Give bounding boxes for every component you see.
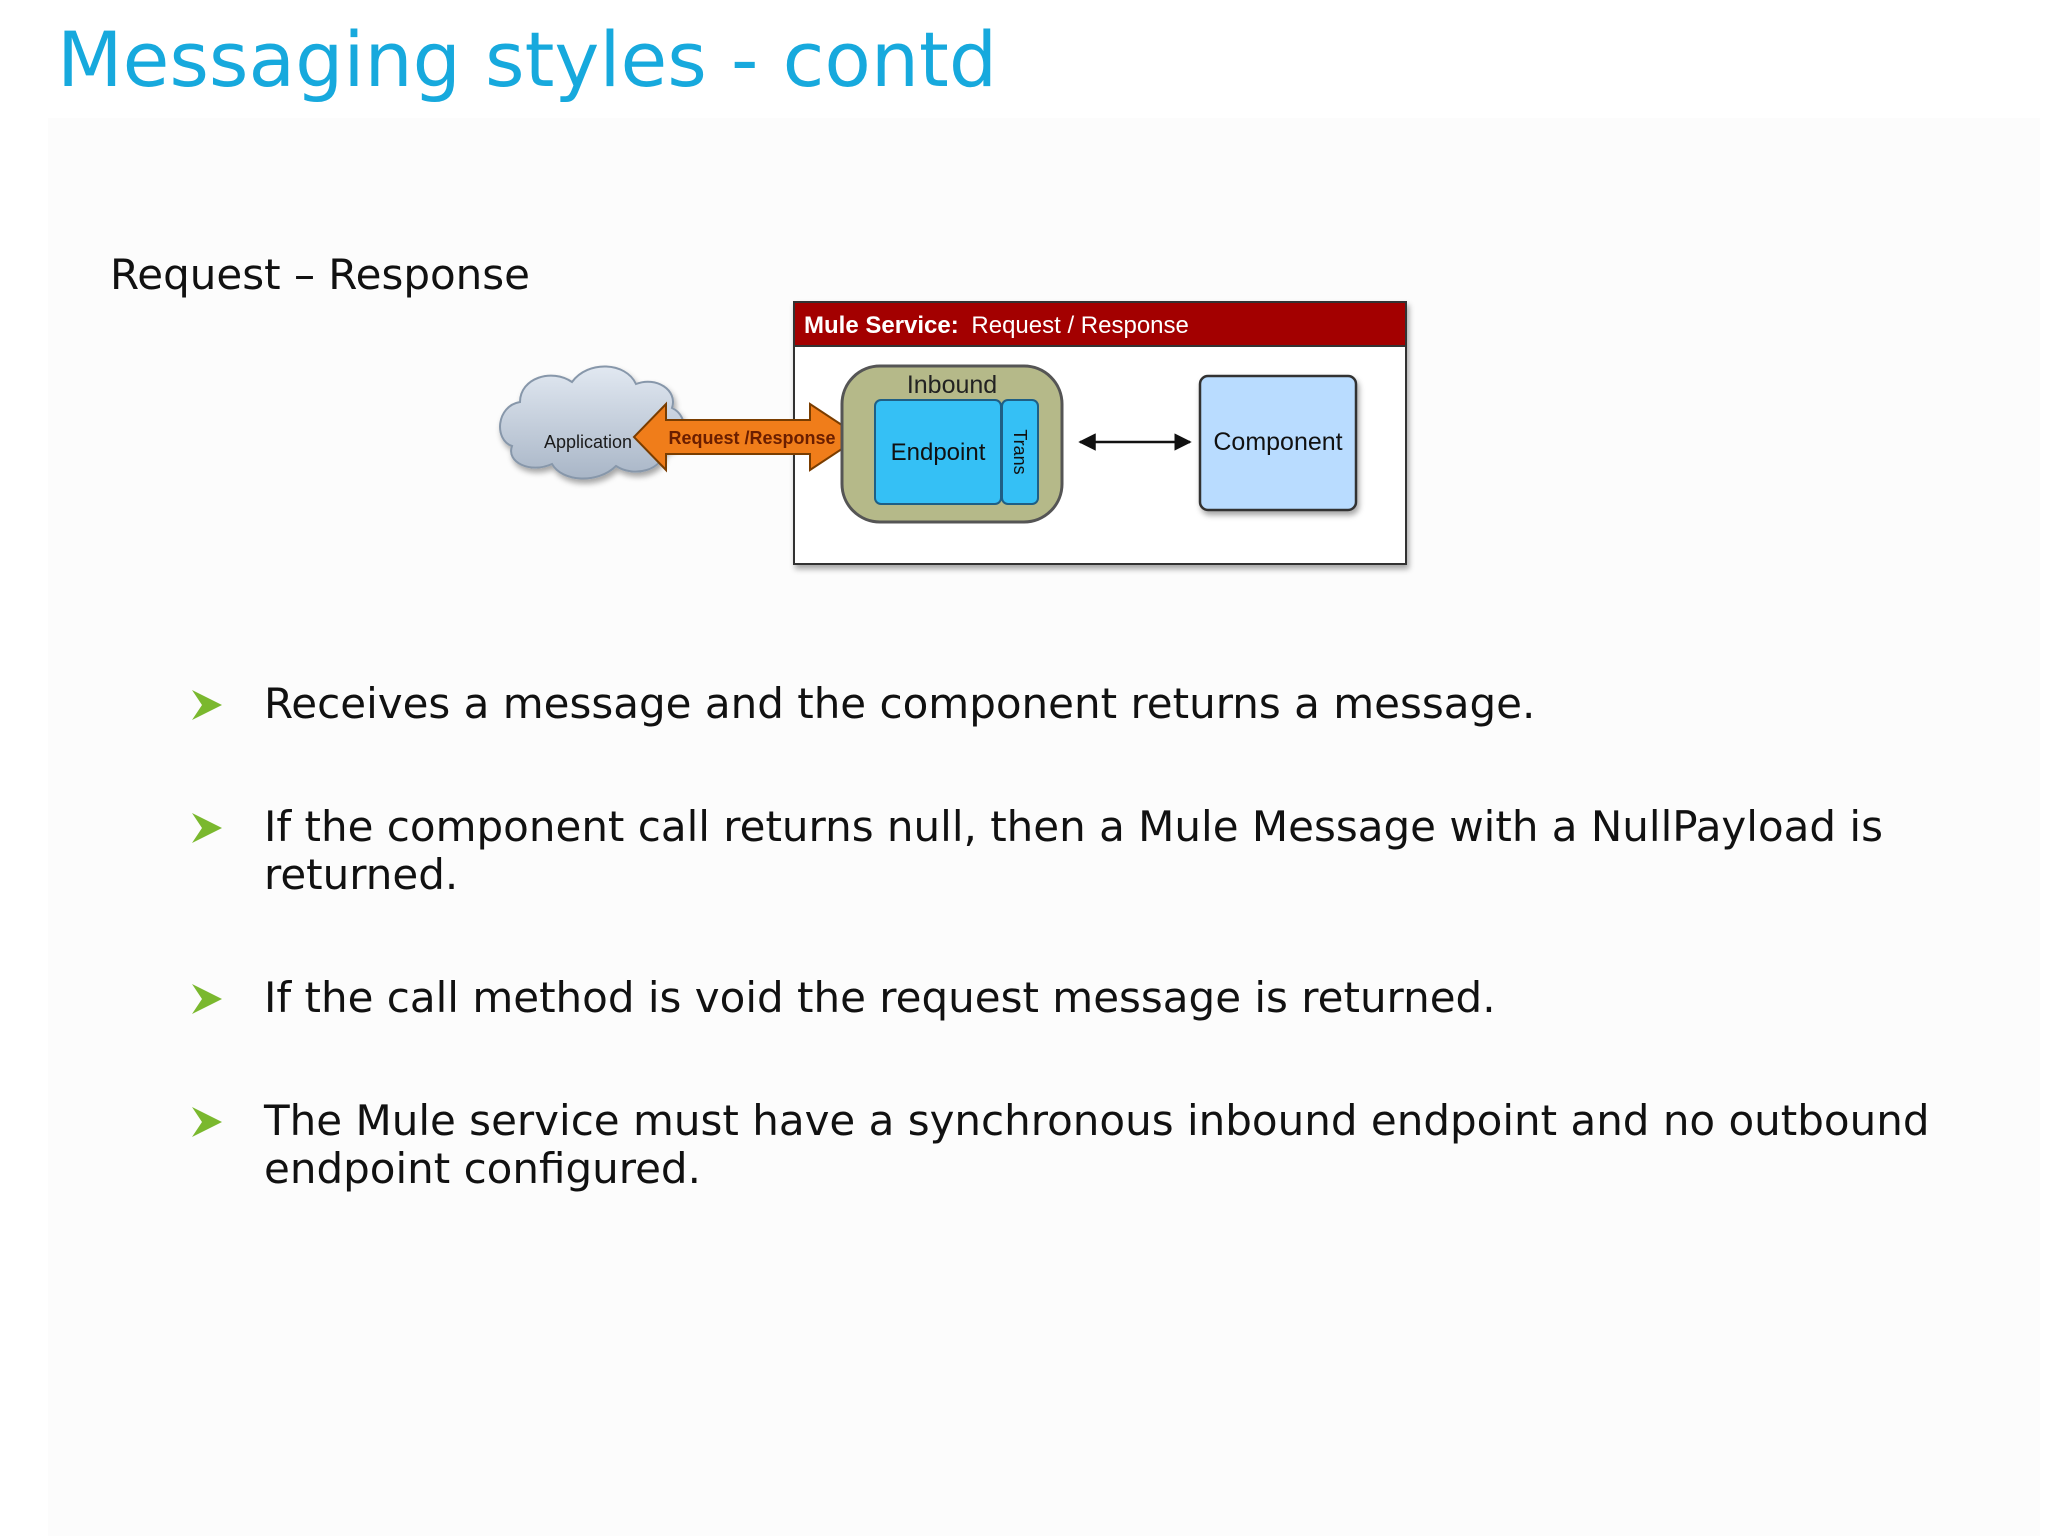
bullet-text: If the call method is void the request m… <box>264 973 1496 1022</box>
bullet-item: The Mule service must have a synchronous… <box>182 1097 1962 1193</box>
application-label: Application <box>544 432 632 452</box>
component-box <box>1198 374 1358 512</box>
service-title-bold: Mule Service: <box>804 312 959 339</box>
inbound-label: Inbound <box>907 371 997 399</box>
svg-text:Mule Service: Reques: Mule Service: Request / Response <box>804 312 1189 339</box>
bullet-text: The Mule service must have a synchronous… <box>264 1096 1930 1193</box>
bullet-text: If the component call returns null, then… <box>264 802 1883 899</box>
arrowhead-bullet-icon <box>192 690 222 720</box>
slide-title: Messaging styles - contd <box>57 15 998 104</box>
application-cloud <box>499 365 685 480</box>
bullet-text: Receives a message and the component ret… <box>264 679 1536 728</box>
arrowhead-bullet-icon <box>192 813 222 843</box>
bullet-list: Receives a message and the component ret… <box>182 680 1962 1193</box>
diagram-svg: Mule Service: Request / Response Applica… <box>499 301 1407 565</box>
bullet-item: If the call method is void the request m… <box>182 974 1962 1022</box>
service-title-rest: Request / Response <box>971 312 1188 339</box>
endpoint-label: Endpoint <box>891 439 986 466</box>
bullet-item: Receives a message and the component ret… <box>182 680 1962 728</box>
arrowhead-bullet-icon <box>192 1107 222 1137</box>
inbound-box <box>840 364 1064 524</box>
section-subtitle: Request – Response <box>110 250 531 299</box>
request-response-diagram: Mule Service: Request / Response Applica… <box>490 292 1420 592</box>
bullet-item: If the component call returns null, then… <box>182 803 1962 899</box>
trans-label: Trans <box>1010 429 1030 474</box>
arrow-label: Request /Response <box>668 428 835 448</box>
component-label: Component <box>1213 428 1342 456</box>
arrowhead-bullet-icon <box>192 984 222 1014</box>
